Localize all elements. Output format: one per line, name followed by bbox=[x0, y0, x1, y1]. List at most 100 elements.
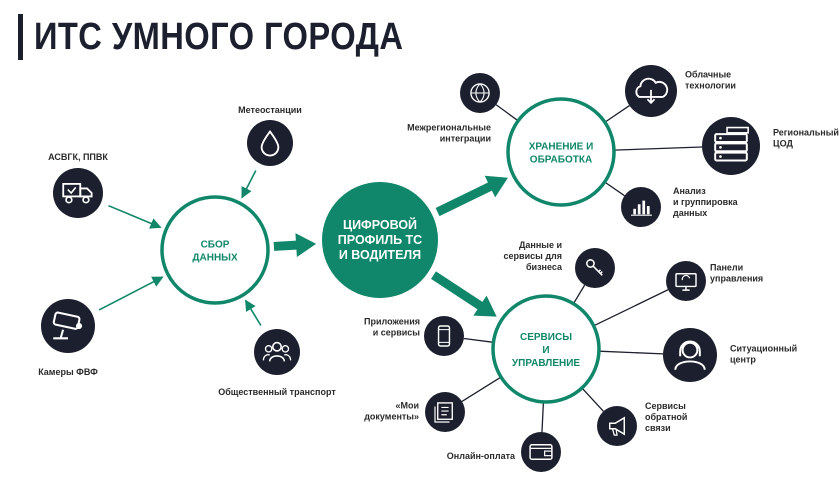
hub-services-label: УПРАВЛЕНИЕ bbox=[512, 358, 580, 369]
node-analysis-label: и группировка bbox=[673, 197, 739, 207]
node-docs-circle bbox=[425, 392, 465, 432]
bar-chart-icon bbox=[631, 200, 652, 216]
node-analysis-label: Анализ bbox=[673, 186, 706, 196]
node-interregional bbox=[460, 73, 500, 113]
hub-storage-circle bbox=[506, 97, 616, 207]
node-asvgk bbox=[53, 168, 103, 218]
node-transport-label: Общественный транспорт bbox=[218, 387, 336, 397]
drop-icon bbox=[260, 129, 280, 157]
wallet-icon bbox=[529, 444, 553, 460]
hub-storage-label: ХРАНЕНИЕ И bbox=[529, 142, 594, 153]
edge-transport bbox=[244, 299, 262, 326]
node-transport bbox=[254, 329, 300, 375]
node-apps-circle bbox=[424, 316, 464, 356]
truck-icon bbox=[62, 183, 93, 204]
edge-cod bbox=[613, 146, 703, 151]
node-weather-label: Метеостанции bbox=[238, 105, 302, 115]
node-situation bbox=[663, 328, 717, 382]
node-asvgk-label: АСВГК, ППВК bbox=[48, 152, 108, 162]
edge-payment bbox=[541, 401, 545, 433]
node-analysis-circle bbox=[621, 187, 661, 227]
key-icon bbox=[586, 259, 603, 276]
node-docs bbox=[425, 392, 465, 432]
node-apps bbox=[424, 316, 464, 356]
node-asvgk-circle bbox=[53, 168, 103, 218]
edge-business bbox=[572, 284, 586, 304]
server-icon bbox=[714, 126, 749, 162]
node-situation-label: центр bbox=[730, 355, 756, 365]
node-weather-circle bbox=[247, 120, 293, 166]
node-apps-label: Приложения bbox=[364, 317, 420, 327]
node-analysis-label: данных bbox=[673, 208, 707, 218]
edge-analysis bbox=[604, 181, 625, 197]
node-feedback-circle bbox=[597, 406, 637, 446]
hub-core-label: И ВОДИТЕЛЯ bbox=[339, 248, 421, 262]
node-transport-circle bbox=[254, 329, 300, 375]
edge-weather bbox=[241, 170, 257, 199]
node-feedback bbox=[597, 406, 637, 446]
camera-icon bbox=[52, 311, 83, 340]
node-business-label: Данные и bbox=[519, 240, 562, 250]
title-accent-bar bbox=[18, 14, 23, 60]
hub-collect-label: СБОР bbox=[201, 240, 230, 251]
node-situation-circle bbox=[663, 328, 717, 382]
node-docs-label: «Мои bbox=[395, 401, 419, 411]
node-cod-label: Региональный bbox=[773, 128, 839, 138]
node-cloud-label: Облачные bbox=[685, 70, 731, 80]
node-interregional-label: интеграции bbox=[440, 134, 491, 144]
node-feedback-label: Сервисы bbox=[645, 401, 686, 411]
hub-services: СЕРВИСЫ И УПРАВЛЕНИЕ bbox=[491, 294, 601, 404]
hub-collect: СБОР ДАННЫХ bbox=[160, 195, 270, 305]
megaphone-icon bbox=[609, 416, 625, 436]
node-panels-circle bbox=[666, 261, 706, 301]
node-business-label: сервисы для bbox=[504, 251, 562, 261]
node-payment-circle bbox=[521, 432, 561, 472]
operator-icon bbox=[674, 340, 706, 371]
node-apps-label: и сервисы bbox=[373, 328, 421, 338]
node-cod bbox=[702, 117, 760, 175]
node-cod-circle bbox=[702, 117, 760, 175]
edge-feedback bbox=[581, 387, 604, 412]
nodes bbox=[41, 65, 760, 472]
node-cod-label: ЦОД bbox=[773, 139, 793, 149]
edge-asvgk bbox=[108, 204, 162, 229]
node-cloud bbox=[625, 65, 677, 117]
edge-panels bbox=[593, 289, 669, 327]
node-panels-label: управления bbox=[710, 274, 763, 284]
node-cameras bbox=[41, 299, 95, 353]
node-cameras-label: Камеры ФВФ bbox=[38, 367, 98, 377]
hub-storage: ХРАНЕНИЕ И ОБРАБОТКА bbox=[506, 97, 616, 207]
node-interregional-label: Межрегиональные bbox=[407, 123, 491, 133]
node-panels bbox=[666, 261, 706, 301]
node-feedback-label: связи bbox=[645, 423, 671, 433]
people-icon bbox=[262, 341, 292, 362]
globe-icon bbox=[470, 83, 490, 103]
edge-docs bbox=[461, 376, 502, 402]
edge-cameras bbox=[98, 276, 164, 311]
node-panels-label: Панели bbox=[710, 263, 743, 273]
node-business bbox=[575, 248, 615, 288]
node-weather bbox=[247, 120, 293, 166]
monitor-icon bbox=[675, 273, 697, 291]
hub-storage-label: ОБРАБОТКА bbox=[530, 155, 592, 166]
edges bbox=[98, 104, 703, 433]
hub-collect-label: ДАННЫХ bbox=[192, 253, 238, 264]
edge-apps bbox=[463, 337, 494, 343]
edge-interregional bbox=[495, 104, 519, 122]
hub-services-label: И bbox=[542, 345, 549, 356]
hub-core-label: ЦИФРОВОЙ bbox=[343, 217, 417, 232]
node-analysis bbox=[621, 187, 661, 227]
node-payment-label: Онлайн-оплата bbox=[447, 451, 516, 461]
hub-core-circle bbox=[322, 182, 438, 298]
hub-services-label: СЕРВИСЫ bbox=[520, 332, 572, 343]
arrow-collect-to-core bbox=[273, 233, 317, 258]
hub-services-circle bbox=[491, 294, 601, 404]
hub-collect-circle bbox=[160, 195, 270, 305]
node-situation-label: Ситуационный bbox=[730, 344, 797, 354]
node-payment bbox=[521, 432, 561, 472]
hub-core-label: ПРОФИЛЬ ТС bbox=[338, 233, 422, 247]
